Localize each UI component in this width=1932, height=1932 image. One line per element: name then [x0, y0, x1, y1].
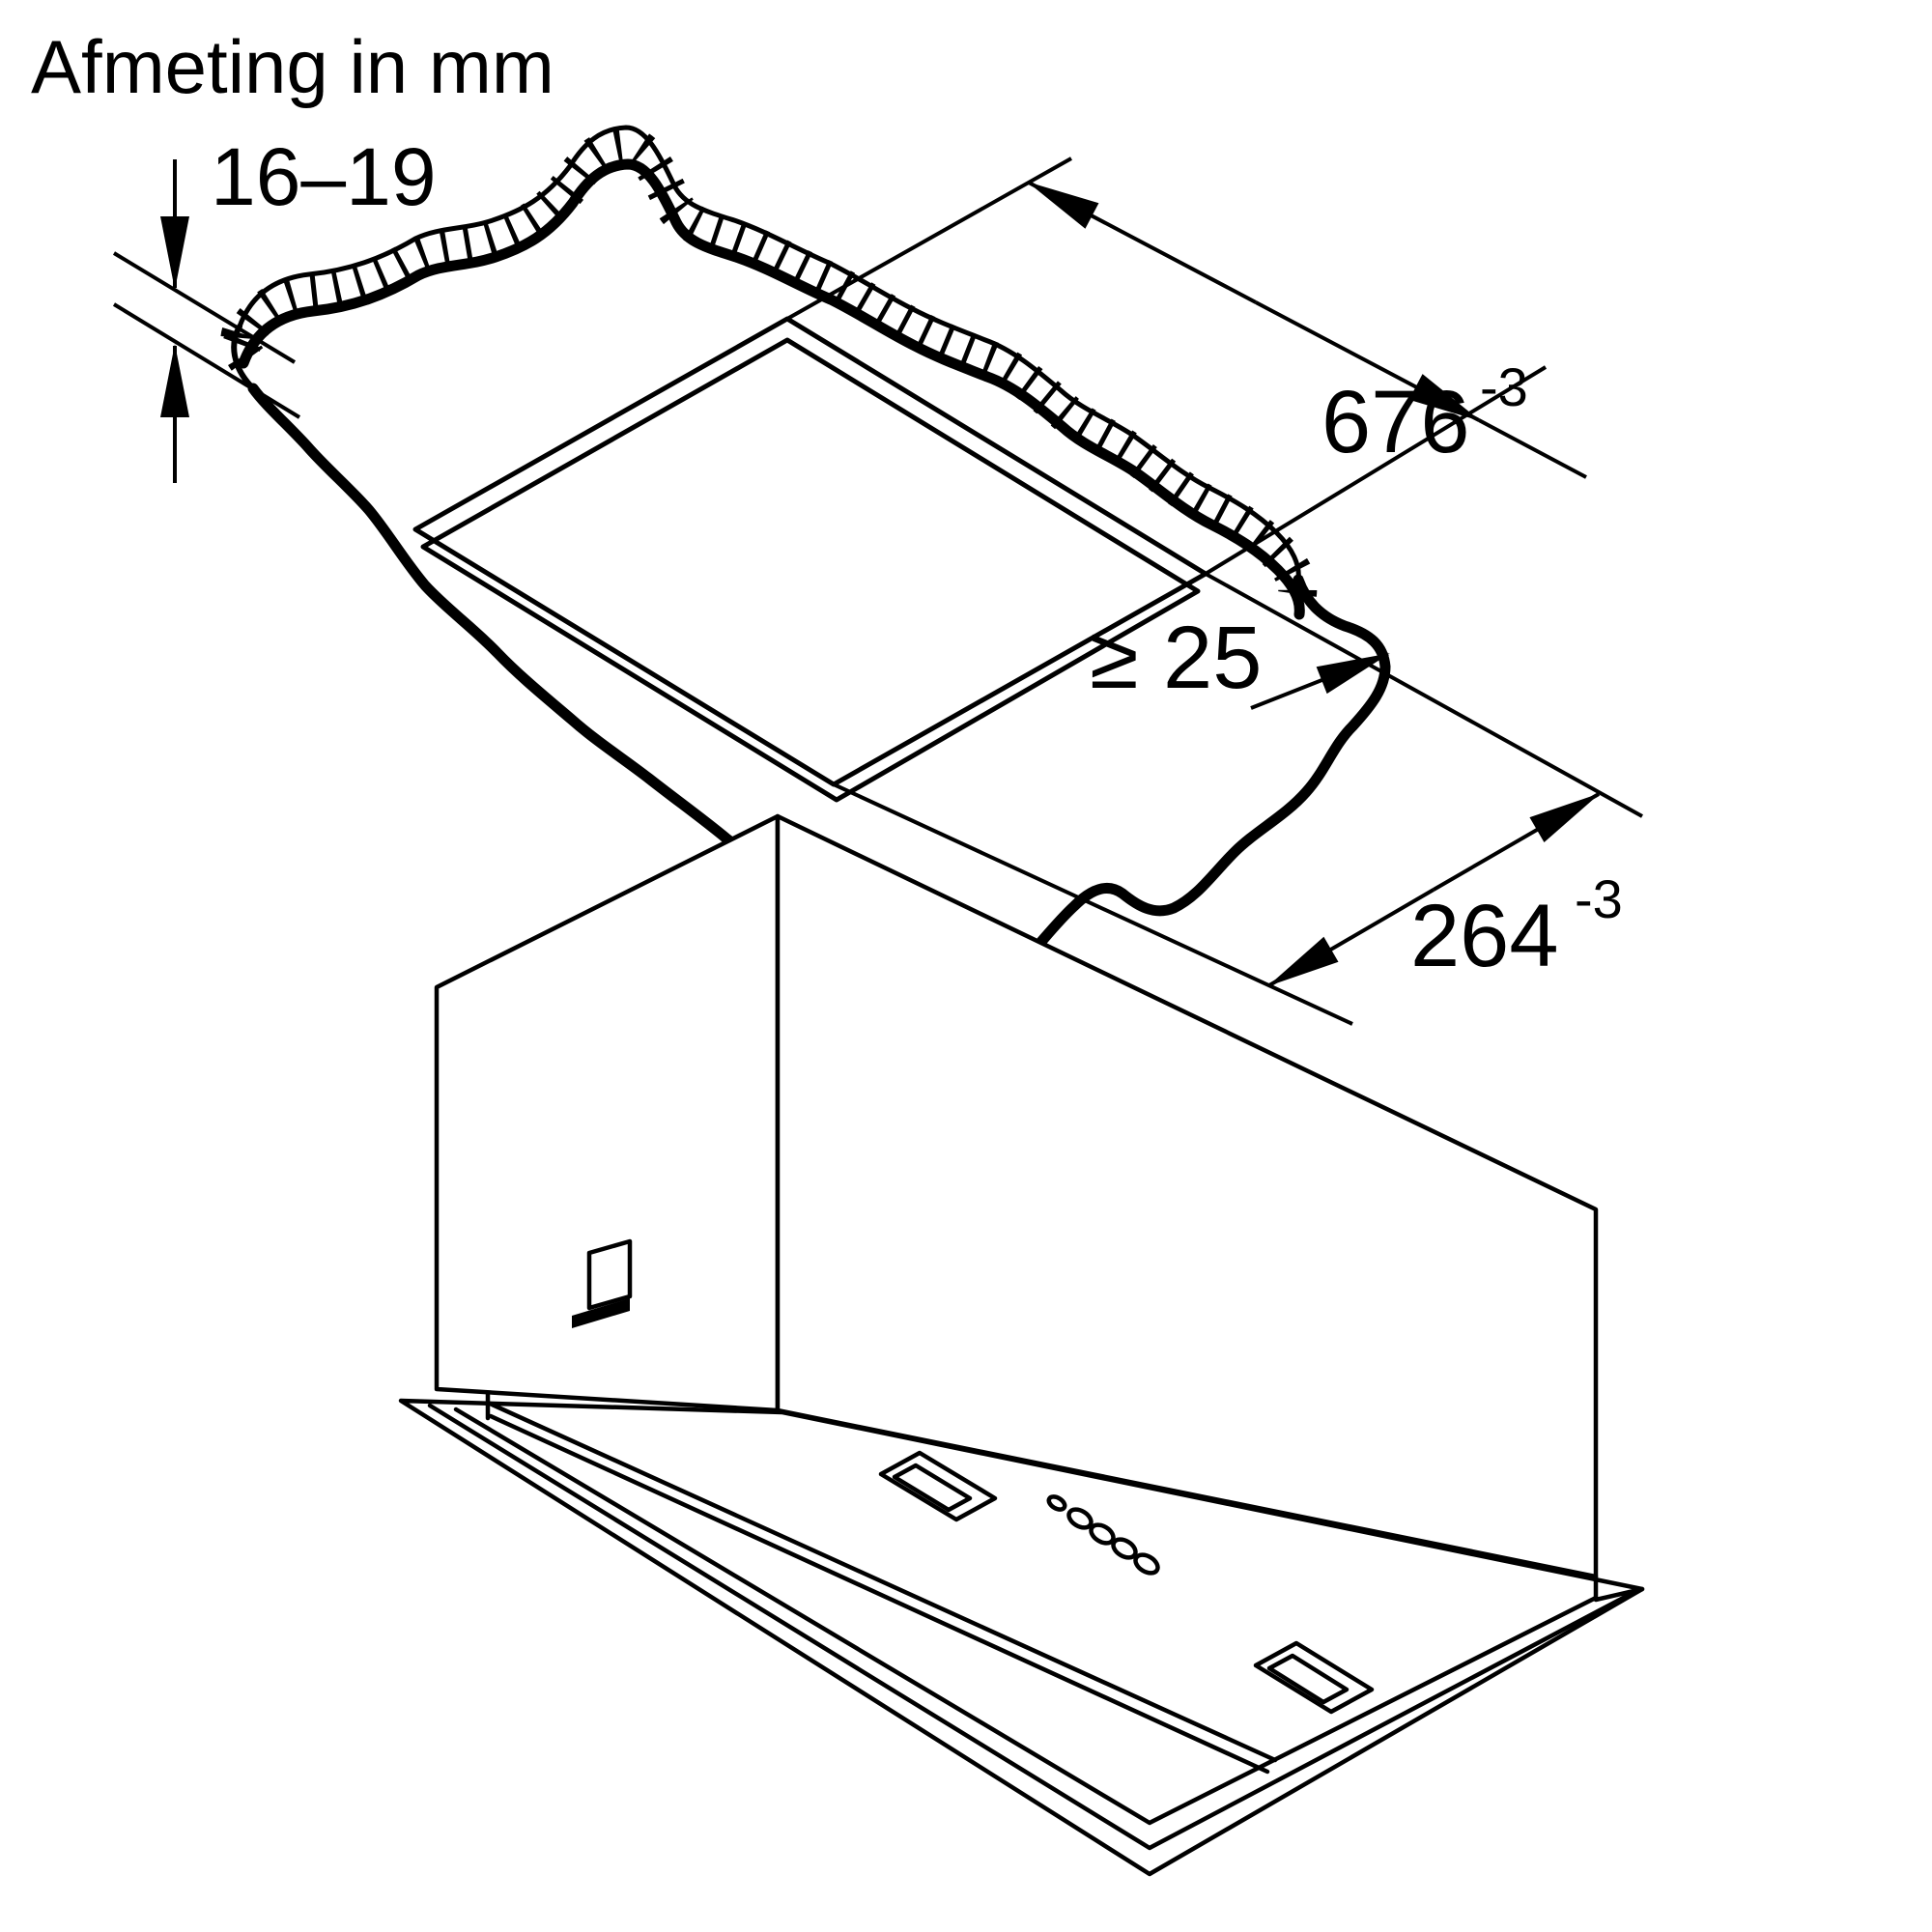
thickness-label: 16–19 [211, 131, 437, 222]
thickness-extension-line-top [112, 251, 297, 364]
control-button-3 [1089, 1522, 1116, 1546]
depth-extension-line-1 [1205, 572, 1643, 818]
hood-frame-band-1 [427, 1403, 1635, 1851]
depth-dim-line-start [1432, 792, 1601, 892]
control-button-5 [1133, 1552, 1160, 1576]
cabinet-left-panel [434, 813, 781, 1413]
cutout-length-value: 676 [1321, 373, 1470, 471]
depth-dim-line-end [1267, 888, 1435, 987]
length-dim-line-overshoot [1478, 418, 1587, 479]
depth-extension-line-2 [833, 782, 1353, 1026]
vent-opening-lower-inner [1266, 1653, 1350, 1705]
worktop-left-cap-edge [231, 324, 256, 391]
length-dim-line-start [1027, 181, 1257, 304]
vent-opening-upper-inner [892, 1463, 973, 1513]
worktop-figure [220, 125, 1391, 1013]
side-switch [586, 1238, 633, 1311]
dim-worktop-thickness: 16–19 [112, 131, 437, 483]
length-dim-line-end [1255, 300, 1481, 422]
length-extension-line-1 [786, 156, 1072, 321]
cutout-length-tolerance: -3 [1480, 356, 1528, 417]
filter-panel-edge-outer [485, 1400, 1278, 1763]
length-extension-line-2 [1204, 365, 1548, 576]
worktop-broken-back-edge [237, 125, 1301, 582]
control-buttons [1046, 1494, 1160, 1576]
control-button-2 [1066, 1507, 1094, 1530]
control-button-4 [1111, 1537, 1138, 1560]
control-button-1 [1046, 1494, 1067, 1512]
hood-frame-band-2 [453, 1406, 1599, 1826]
worktop-cutout-inner-edge [420, 337, 1201, 803]
dim-cutout-length: 676 -3 [786, 156, 1587, 576]
side-switch-base [572, 1298, 630, 1328]
filter-panel-edge-inner [488, 1413, 1270, 1775]
dim-cutout-depth: 264 -3 [833, 572, 1643, 1026]
hood-figure [398, 813, 1645, 1877]
cutout-depth-tolerance: -3 [1575, 868, 1623, 929]
worktop-surface-break-edge [238, 158, 1305, 620]
thickness-extension-line-bottom [112, 302, 301, 419]
min-clearance-label: ≥ 25 [1090, 609, 1262, 707]
page-title: Afmeting in mm [31, 24, 554, 109]
cutout-depth-value: 264 [1410, 887, 1559, 985]
frame-right-step [1593, 1574, 1645, 1603]
